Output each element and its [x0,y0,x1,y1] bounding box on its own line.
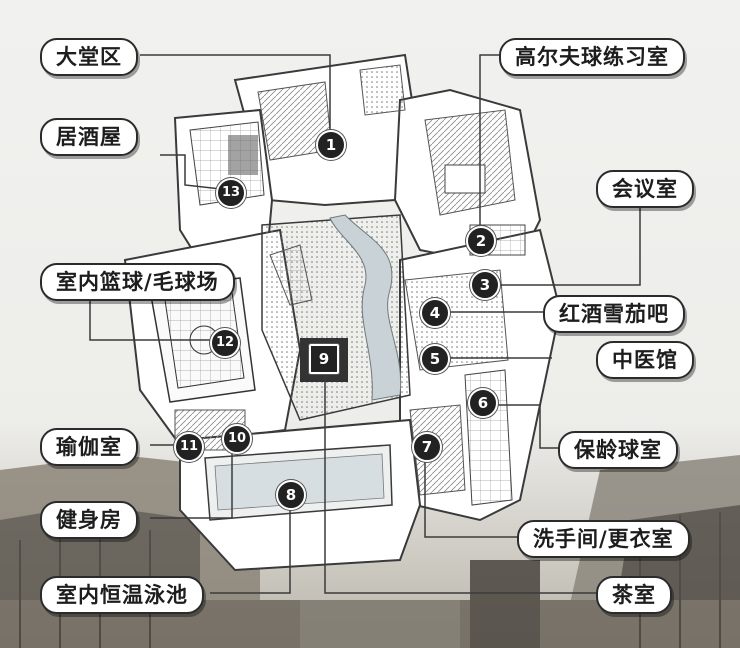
leader-lines [89,54,641,594]
marker-6: 6 [468,388,498,418]
label-izakaya: 居酒屋 [40,118,138,156]
marker-1: 1 [316,130,346,160]
marker-4: 4 [420,298,450,328]
label-restroom-locker: 洗手间/更衣室 [517,520,690,558]
label-gym: 健身房 [40,501,138,539]
marker-8: 8 [276,480,306,510]
label-tcm-clinic: 中医馆 [596,341,694,379]
marker-13: 13 [216,178,246,208]
marker-9: 9 [309,344,339,374]
label-lobby: 大堂区 [40,38,138,76]
label-wine-cigar-bar: 红酒雪茄吧 [543,295,685,333]
label-bowling-room: 保龄球室 [558,431,678,469]
label-golf-practice-room: 高尔夫球练习室 [499,38,685,76]
label-meeting-room: 会议室 [596,170,694,208]
marker-12: 12 [210,328,240,358]
marker-3: 3 [470,270,500,300]
courtyard [261,214,411,421]
label-indoor-pool: 室内恒温泳池 [40,576,204,614]
label-yoga-room: 瑜伽室 [40,428,138,466]
marker-2: 2 [466,226,496,256]
label-tea-room: 茶室 [596,576,672,614]
marker-10: 10 [222,424,252,454]
label-indoor-courts: 室内篮球/毛球场 [40,263,235,301]
marker-11: 11 [174,432,204,462]
marker-5: 5 [420,344,450,374]
marker-7: 7 [412,432,442,462]
